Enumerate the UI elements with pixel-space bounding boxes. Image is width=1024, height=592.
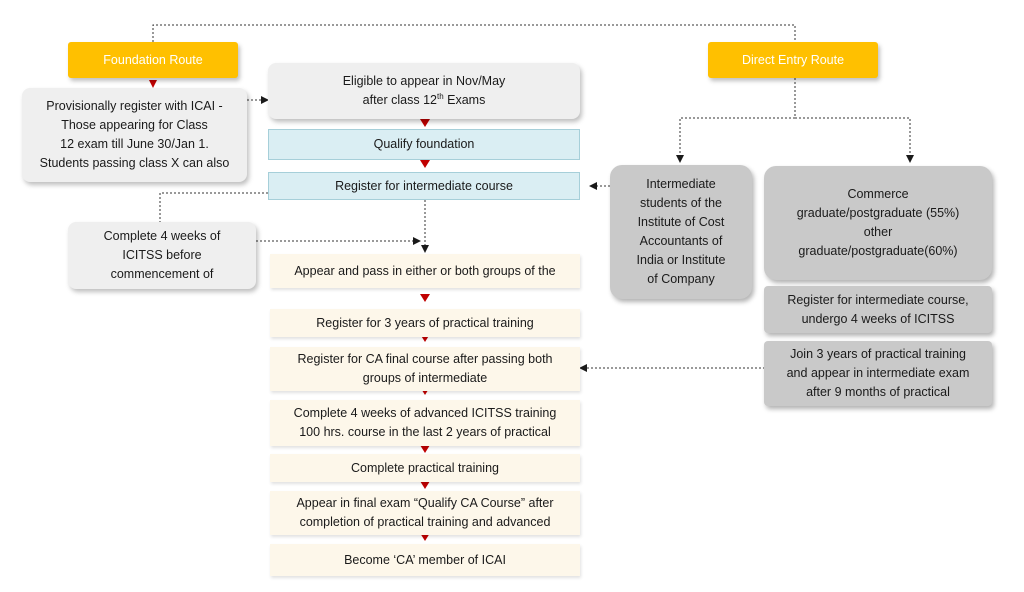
cost-accountants-box: Intermediate students of the Institute o… [610,165,752,299]
register-icitss-box: Register for intermediate course, underg… [764,286,992,333]
direct-entry-route-label: Direct Entry Route [708,42,878,78]
graduates-box: Commerce graduate/postgraduate (55%) oth… [764,166,992,280]
main-step-7: Become ‘CA’ member of ICAI [270,544,580,576]
qualify-foundation-box: Qualify foundation [268,129,580,160]
eligible-line-2: after class 12th Exams [362,91,486,107]
main-step-6: Appear in final exam “Qualify CA Course”… [270,491,580,535]
register-intermediate-box: Register for intermediate course [268,172,580,200]
foundation-route-label: Foundation Route [68,42,238,78]
main-step-1: Appear and pass in either or both groups… [270,254,580,288]
icitss-before-box: Complete 4 weeks of ICITSS before commen… [68,222,256,289]
provisional-register-box: Provisionally register with ICAI - Those… [22,88,247,182]
main-step-5: Complete practical training [270,454,580,482]
eligible-box: Eligible to appear in Nov/May after clas… [268,63,580,119]
join-practical-box: Join 3 years of practical training and a… [764,341,992,406]
main-step-2: Register for 3 years of practical traini… [270,309,580,337]
main-step-4: Complete 4 weeks of advanced ICITSS trai… [270,400,580,446]
main-step-3: Register for CA final course after passi… [270,347,580,391]
